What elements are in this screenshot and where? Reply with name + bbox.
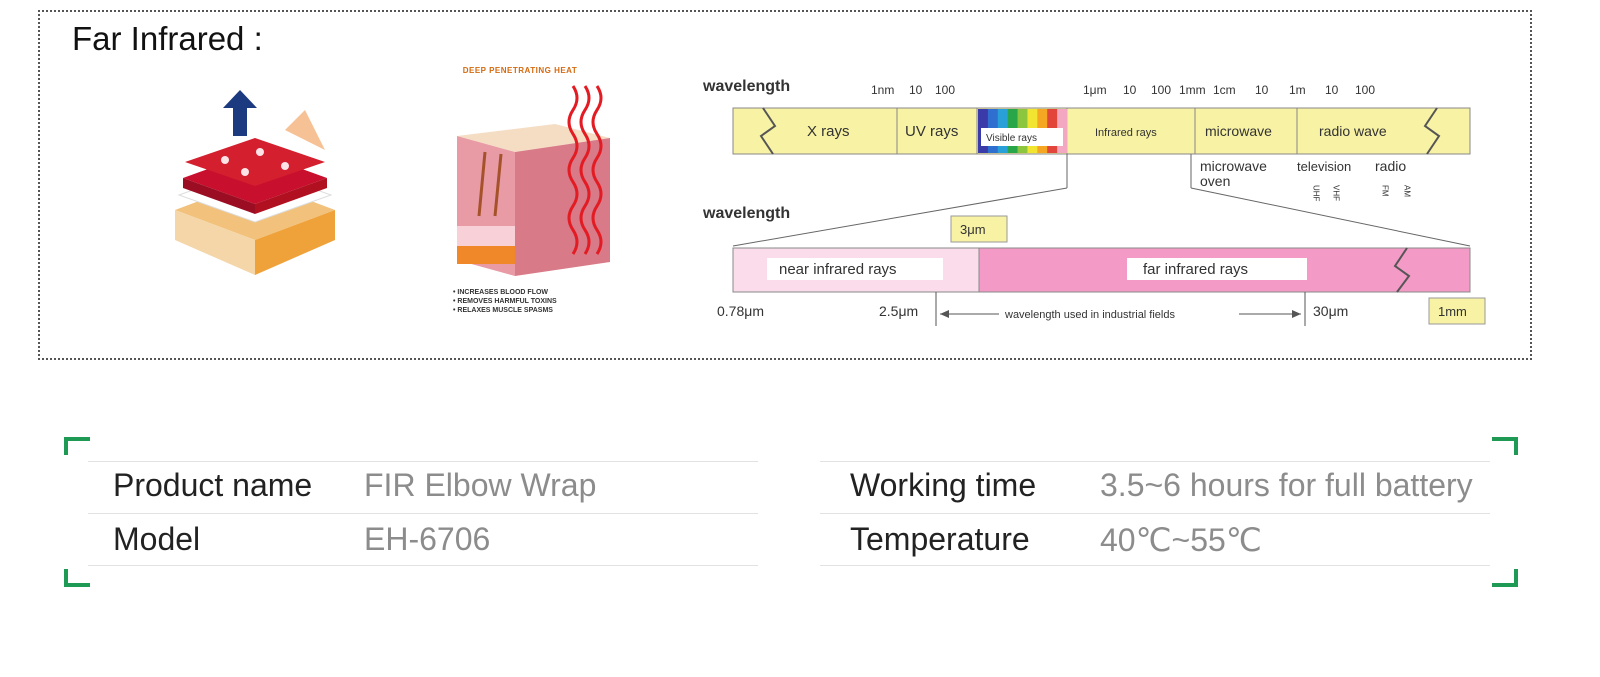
far-infrared-title: Far Infrared : (72, 20, 263, 57)
skin-illustration-title: DEEP PENETRATING HEAT (462, 66, 578, 75)
tick-label: 100 (935, 83, 955, 97)
use-label: television (1297, 159, 1351, 174)
tick-label: 100 (1355, 83, 1375, 97)
spec-label-model: Model (113, 521, 201, 557)
tick-label: 10 (909, 83, 923, 97)
use-sub-label: FM (1381, 185, 1390, 197)
tick-label: 1nm (871, 83, 894, 97)
tick-label: 10 (1255, 83, 1269, 97)
benefit-item: • Removes harmful toxins (453, 298, 557, 305)
row-divider (88, 513, 758, 514)
use-sub-label: AM (1403, 185, 1412, 197)
use-label: oven (1200, 173, 1230, 189)
frame-corner (1492, 437, 1518, 455)
tick-label: 10 (1123, 83, 1137, 97)
band-label: Infrared rays (1095, 127, 1157, 139)
skin-benefits-list: • Increases blood flow • Removes harmful… (453, 288, 557, 315)
spec-label-product-name: Product name (113, 467, 313, 503)
row-divider (88, 461, 758, 462)
wavelength-label-bottom: wavelength (702, 205, 790, 222)
spec-label-working-time: Working time (850, 467, 1037, 503)
use-sub-label: UHF (1312, 185, 1321, 202)
product-specs-table: Product name FIR Elbow Wrap Model EH-670… (64, 437, 1518, 587)
use-label: radio (1375, 158, 1406, 174)
skin-penetration-illustration: DEEP PENETRATING HEAT • Increases blood … (445, 66, 620, 326)
benefit-item: • Increases blood flow (453, 289, 549, 296)
tick-label: 100 (1151, 83, 1171, 97)
wavelength-label-top: wavelength (702, 78, 790, 95)
fabric-layers-illustration (175, 90, 335, 275)
spec-label-temperature: Temperature (850, 521, 1030, 557)
row-divider (88, 565, 758, 566)
row-divider (820, 565, 1490, 566)
tick-label: 10 (1325, 83, 1339, 97)
frame-corner (64, 569, 90, 587)
callout-3um: 3μm (960, 222, 986, 237)
far-infrared-label: far infrared rays (1143, 261, 1248, 278)
row-divider (820, 513, 1490, 514)
band-label: UV rays (905, 123, 958, 140)
bottom-tick-label: 0.78μm (717, 303, 764, 319)
frame-corner (64, 437, 90, 455)
wavelength-spectrum-diagram: wavelength 1nm 10 100 1μm 10 100 1mm 1cm… (702, 78, 1486, 326)
bottom-tick-label: 2.5μm (879, 303, 918, 319)
far-infrared-panel (38, 10, 1532, 360)
spec-value-temperature: 40℃~55℃ (1100, 522, 1262, 558)
frame-corner (1492, 569, 1518, 587)
tick-label: 1mm (1179, 83, 1206, 97)
band-label: microwave (1205, 123, 1272, 139)
row-divider (820, 461, 1490, 462)
tick-label: 1m (1289, 83, 1306, 97)
near-infrared-label: near infrared rays (779, 261, 897, 278)
band-label: radio wave (1319, 123, 1387, 139)
bottom-tick-label: 30μm (1313, 303, 1348, 319)
band-label: Visible rays (986, 133, 1037, 144)
tick-label: 1cm (1213, 83, 1236, 97)
use-sub-label: VHF (1332, 185, 1341, 201)
spec-value-product-name: FIR Elbow Wrap (364, 467, 597, 503)
band-label: X rays (807, 123, 850, 140)
benefit-item: • Relaxes muscle spasms (453, 307, 553, 314)
use-label: microwave (1200, 158, 1267, 174)
industrial-range-label: wavelength used in industrial fields (1004, 309, 1175, 321)
bottom-tick-label: 1mm (1438, 304, 1467, 319)
tick-label: 1μm (1083, 83, 1107, 97)
spec-value-model: EH-6706 (364, 521, 491, 557)
spec-value-working-time: 3.5~6 hours for full battery (1100, 467, 1473, 503)
